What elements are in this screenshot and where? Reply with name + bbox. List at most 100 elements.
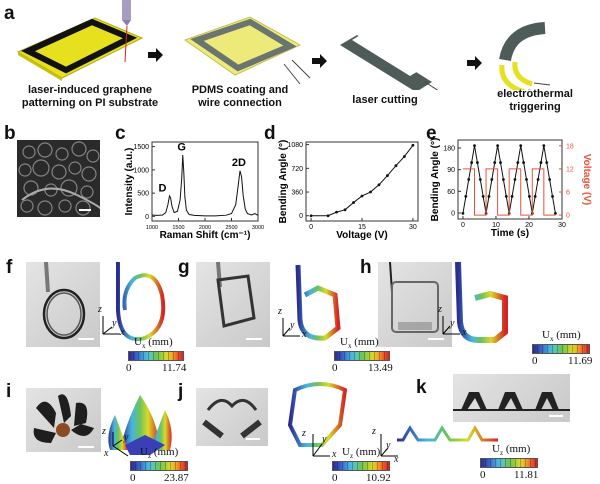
y2-axis-title: Voltage (V) xyxy=(581,154,592,205)
y-axis-label: y xyxy=(290,320,295,331)
data-point xyxy=(478,178,482,181)
z-axis-label: z xyxy=(102,426,106,437)
data-point xyxy=(510,195,514,198)
x-tick-label: 1500 xyxy=(172,225,184,231)
colorbar-min: 0 xyxy=(332,362,338,374)
y2-tick-label: 0 xyxy=(566,213,570,220)
colorbar-scale xyxy=(130,461,188,471)
colorbar-min: 0 xyxy=(126,362,132,374)
y-axis-label: y xyxy=(450,318,455,329)
y-tick-label: 90 xyxy=(447,167,455,174)
lig-patterning-illustration xyxy=(16,0,144,81)
panel-label-a: a xyxy=(4,3,15,24)
colorbar-max: 11.81 xyxy=(514,469,539,481)
colorbar-title: Ux (mm) xyxy=(542,329,581,343)
data-point xyxy=(464,195,468,198)
x-tick-label: 20 xyxy=(525,222,533,229)
data-point xyxy=(504,195,508,198)
x-tick-label: 0 xyxy=(309,224,313,231)
step-caption-1: laser-induced graphene patterning on PI … xyxy=(20,84,160,110)
colorbar-max: 13.49 xyxy=(368,362,393,374)
colorbar-k: Uz (mm) 0 11.81 xyxy=(480,443,542,481)
colorbar-title: Uz (mm) xyxy=(140,446,178,460)
component: z xyxy=(349,452,354,461)
y-tick-label: 1500 xyxy=(133,144,149,151)
y-axis-label: y xyxy=(124,432,129,443)
scale-bar xyxy=(79,209,91,211)
z-axis-label: z xyxy=(278,306,282,317)
y-tick-label: 180 xyxy=(443,146,455,153)
laser-cut-illustration xyxy=(340,34,439,90)
colorbar-max: 23.87 xyxy=(164,472,189,484)
panel-label-g: g xyxy=(178,257,190,278)
y-tick-label: 360 xyxy=(291,190,303,197)
y2-tick-label: 6 xyxy=(566,190,570,197)
x-axis-title: Time (s) xyxy=(491,228,529,239)
axis-triad-i: z y x xyxy=(102,426,132,459)
data-point xyxy=(553,211,557,215)
series-line-voltage xyxy=(462,168,556,216)
panel-label-h: h xyxy=(360,257,372,278)
colorbar-title: Uz (mm) xyxy=(492,443,530,457)
data-point xyxy=(335,210,338,214)
y-axis-label: y xyxy=(386,440,391,451)
x-axis-label: x xyxy=(302,329,307,340)
unit: (mm) xyxy=(355,446,381,458)
data-point xyxy=(519,144,523,148)
data-point xyxy=(533,195,537,198)
y-axis-label: y xyxy=(322,434,327,445)
unit: (mm) xyxy=(148,336,173,348)
data-point xyxy=(487,195,491,198)
component: z xyxy=(147,452,152,461)
x-tick-label: 30 xyxy=(558,222,566,229)
colorbar-title: Uz (mm) xyxy=(342,446,380,460)
y-axis-title: Intensity (a.u.) xyxy=(124,148,135,216)
colorbar-scale xyxy=(532,344,590,354)
y-tick-label: 60 xyxy=(447,189,455,196)
peak-label: D xyxy=(158,182,166,194)
data-point xyxy=(360,194,364,198)
caption-line: laser-induced graphene xyxy=(27,84,153,96)
data-point xyxy=(527,195,531,198)
colorbar-min: 0 xyxy=(532,355,538,367)
axis-triad-j: z y x xyxy=(302,428,336,460)
peak-label: G xyxy=(177,142,186,154)
sem-image xyxy=(17,140,100,217)
caption-line: electrothermal xyxy=(497,88,573,100)
step-caption-4: electrothermal triggering xyxy=(490,88,580,114)
data-point xyxy=(343,208,347,212)
colorbar-scale xyxy=(128,351,184,361)
plot-frame-e xyxy=(457,139,563,220)
panel-label-i: i xyxy=(6,381,12,402)
data-point xyxy=(493,161,497,164)
simulation-j-saddle xyxy=(287,382,348,447)
data-point xyxy=(467,178,471,181)
x-axis-label: x xyxy=(462,327,467,338)
data-point xyxy=(326,214,330,218)
arrow-icon xyxy=(148,48,163,62)
panel-label-j: j xyxy=(178,381,184,402)
laser-nozzle-icon xyxy=(122,0,131,20)
colorbar-scale xyxy=(332,461,390,471)
y-tick-label: 720 xyxy=(291,166,303,173)
x-axis-title: Raman Shift (cm⁻¹) xyxy=(160,230,251,241)
axis-triad-f: z y x xyxy=(98,304,124,338)
y-tick-label: 0 xyxy=(299,213,303,220)
quantity: U xyxy=(542,329,550,341)
step-caption-2: PDMS coating and wire connection xyxy=(180,84,300,110)
unit: (mm) xyxy=(556,329,581,341)
panel-label-f: f xyxy=(6,257,13,278)
z-axis-label: z xyxy=(438,304,442,315)
data-point xyxy=(377,183,381,187)
component: x xyxy=(549,335,554,344)
unit: (mm) xyxy=(153,446,179,458)
data-point xyxy=(551,195,554,198)
quantity: U xyxy=(342,446,350,458)
data-point xyxy=(394,164,398,168)
quantity: U xyxy=(492,443,500,455)
photo-g-square xyxy=(196,261,270,347)
colorbar-g: Ux (mm) 0 13.49 xyxy=(330,336,393,374)
y-tick-label: 0 xyxy=(145,214,149,221)
simulation-g-square xyxy=(295,264,341,341)
